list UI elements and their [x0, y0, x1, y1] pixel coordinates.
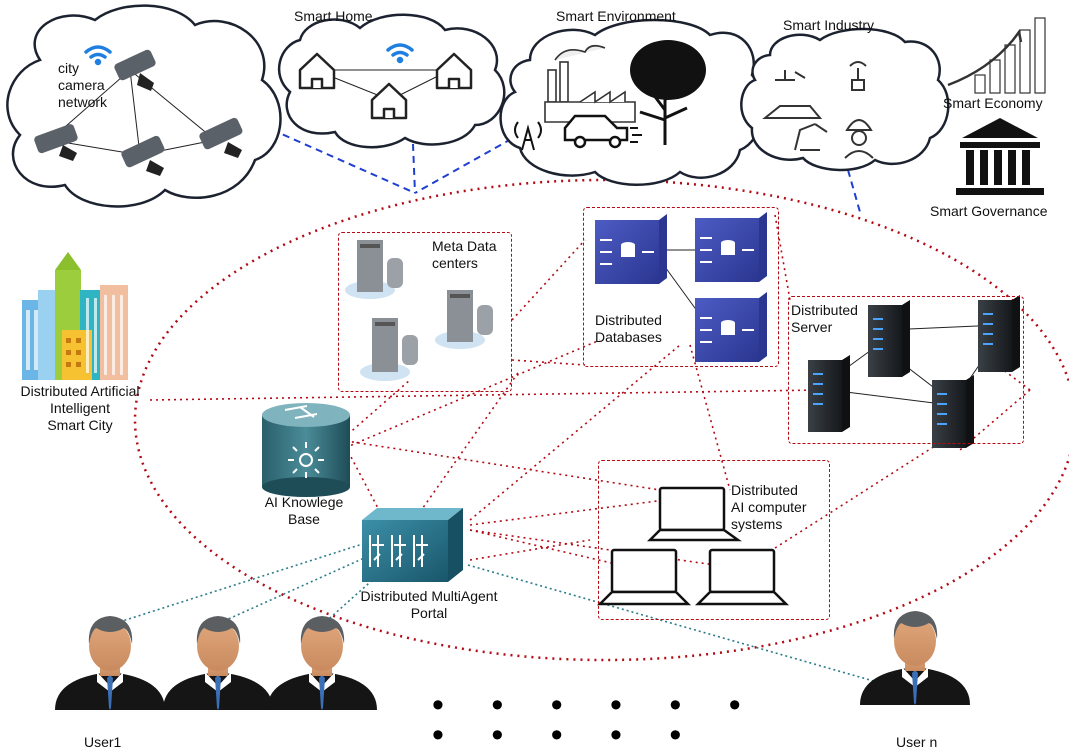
- smart-industry-title: Smart Industry: [783, 17, 875, 33]
- databases-group: [583, 207, 779, 367]
- skyline-icon: [22, 252, 128, 380]
- industry-cloud: [740, 27, 950, 172]
- city-label-line3: Smart City: [47, 417, 113, 433]
- laptop-icon: [694, 548, 790, 606]
- camera-network-label: city camera network: [58, 60, 107, 111]
- antenna-icon: [514, 121, 542, 151]
- user-avatar-icon: [267, 616, 377, 710]
- smart-environment-title: Smart Environment: [556, 8, 676, 24]
- user-avatar-icon: [860, 611, 970, 705]
- worker-icon: [844, 119, 874, 159]
- server-icon: [932, 375, 974, 448]
- smart-home-title: Smart Home: [294, 8, 373, 24]
- portal-label: Distributed MultiAgent Portal: [345, 588, 513, 622]
- cctv-camera-icon: [121, 135, 165, 176]
- antenna-icon: [849, 61, 867, 91]
- government-building-icon: [956, 118, 1044, 195]
- laptop-icon: [596, 548, 692, 606]
- database-block-icon: [595, 214, 667, 284]
- ai-label-line3: systems: [731, 516, 783, 532]
- portal-switch-icon: [362, 508, 463, 582]
- db-label-line1: Distributed: [595, 312, 662, 328]
- robot-arm-icon: [762, 70, 828, 151]
- smart-economy-label: Smart Economy: [943, 95, 1043, 111]
- cctv-camera-icon: [34, 124, 78, 161]
- db-label-line2: Databases: [595, 329, 662, 345]
- knowledge-base-label: AI Knowlege Base: [246, 494, 362, 528]
- server-label-line2: Server: [791, 319, 833, 335]
- server-label: Distributed Server: [791, 302, 858, 336]
- meta-data-group: [338, 232, 512, 392]
- home-cloud: [278, 13, 506, 149]
- kb-label-line2: Base: [288, 511, 320, 527]
- kb-label-line1: AI Knowlege: [264, 494, 344, 510]
- wifi-icon: [84, 43, 414, 66]
- server-label-line1: Distributed: [791, 302, 858, 318]
- servers-group: [788, 296, 1024, 444]
- city-label-line2: Intelligent: [50, 400, 110, 416]
- ai-label-line2: AI computer: [731, 499, 807, 515]
- server-icon: [868, 300, 910, 377]
- user-n-label: User n: [896, 734, 938, 750]
- meta-data-label: Meta Data centers: [432, 238, 497, 272]
- user-avatar-icon: [55, 616, 165, 710]
- city-label-line1: Distributed Artificial: [20, 383, 140, 399]
- car-icon: [563, 114, 642, 149]
- server-icon: [978, 295, 1020, 372]
- database-block-icon: [695, 212, 767, 282]
- growth-chart-icon: [947, 17, 1046, 94]
- user-avatar-icon: [163, 616, 273, 710]
- meta-label-line1: Meta Data: [432, 238, 497, 254]
- ai-label-line1: Distributed: [731, 482, 798, 498]
- portal-label-line2: Portal: [410, 605, 448, 621]
- server-icon: [360, 318, 418, 381]
- meta-label-line2: centers: [432, 255, 478, 271]
- tree-icon: [630, 40, 706, 145]
- camera-label-line1: city: [58, 60, 79, 76]
- router-icon: [262, 403, 350, 497]
- databases-label: Distributed Databases: [595, 312, 662, 346]
- user1-label: User1: [84, 734, 122, 750]
- smart-governance-label: Smart Governance: [930, 203, 1048, 219]
- cctv-camera-icon: [114, 49, 156, 91]
- server-icon: [808, 355, 850, 432]
- user-ellipsis: • • • • • • • • • • •: [432, 686, 760, 754]
- ai-systems-group: [598, 460, 830, 620]
- server-icon: [345, 240, 403, 299]
- cctv-camera-icon: [199, 117, 243, 158]
- factory-icon: [544, 44, 636, 123]
- laptop-icon: [646, 486, 742, 542]
- house-icon: [298, 52, 473, 120]
- ai-systems-label: Distributed AI computer systems: [731, 482, 806, 533]
- server-icon: [435, 290, 493, 349]
- internal-links: [149, 214, 1031, 566]
- camera-label-line2: camera: [58, 77, 105, 93]
- camera-cloud: [6, 4, 282, 208]
- smart-city-label: Distributed Artificial Intelligent Smart…: [4, 383, 156, 434]
- camera-label-line3: network: [58, 94, 108, 110]
- portal-label-line1: Distributed MultiAgent: [360, 588, 498, 604]
- database-block-icon: [695, 292, 767, 362]
